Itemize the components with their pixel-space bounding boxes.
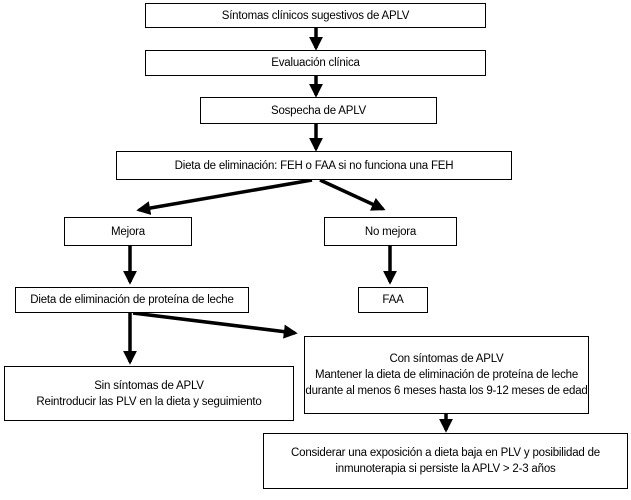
node-considerar: Considerar una exposición a dieta baja e… [263, 433, 628, 489]
arrow-dieta-mejora [136, 178, 313, 215]
node-con-sintomas: Con síntomas de APLV Mantener la dieta d… [304, 336, 589, 414]
node-sin-sintomas: Sin síntomas de APLV Reintroducir las PL… [4, 366, 294, 421]
arrow-dieta-proteina-con-sintomas [132, 311, 298, 339]
node-sintomas-label: Síntomas clínicos sugestivos de APLV [221, 9, 410, 22]
arrow-dieta-no-mejora [319, 178, 386, 211]
node-faa: FAA [358, 287, 428, 313]
node-sintomas: Síntomas clínicos sugestivos de APLV [145, 3, 486, 28]
node-sin-sintomas-line-2: Reintroducir las PLV en la dieta y segui… [36, 395, 262, 408]
node-mejora: Mejora [64, 217, 192, 246]
node-con-sintomas-line-3: durante al menos 6 meses hasta los 9-12 … [305, 385, 588, 397]
node-dieta-eliminacion-label: Dieta de eliminación: FEH o FAA si no fu… [174, 159, 454, 172]
node-sospecha-label: Sospecha de APLV [270, 104, 367, 117]
node-dieta-proteina-label: Dieta de eliminación de proteína de lech… [30, 294, 234, 306]
node-faa-label: FAA [382, 294, 404, 306]
node-evaluacion: Evaluación clínica [145, 50, 486, 76]
node-no-mejora: No mejora [324, 217, 457, 246]
node-mejora-label: Mejora [111, 225, 145, 238]
node-dieta-proteina: Dieta de eliminación de proteína de lech… [15, 287, 249, 313]
node-con-sintomas-line-2: Mantener la dieta de eliminación de prot… [314, 369, 579, 381]
node-considerar-line-1: Considerar una exposición a dieta baja e… [291, 447, 600, 459]
node-con-sintomas-line-1: Con síntomas de APLV [389, 353, 504, 365]
node-evaluacion-label: Evaluación clínica [271, 57, 360, 69]
node-sin-sintomas-line-1: Sin síntomas de APLV [94, 379, 204, 392]
node-sospecha: Sospecha de APLV [200, 97, 437, 124]
node-dieta-eliminacion: Dieta de eliminación: FEH o FAA si no fu… [116, 151, 512, 180]
node-considerar-line-2: inmunoterapia si persiste la APLV > 2-3 … [335, 463, 556, 475]
node-no-mejora-label: No mejora [364, 225, 417, 238]
